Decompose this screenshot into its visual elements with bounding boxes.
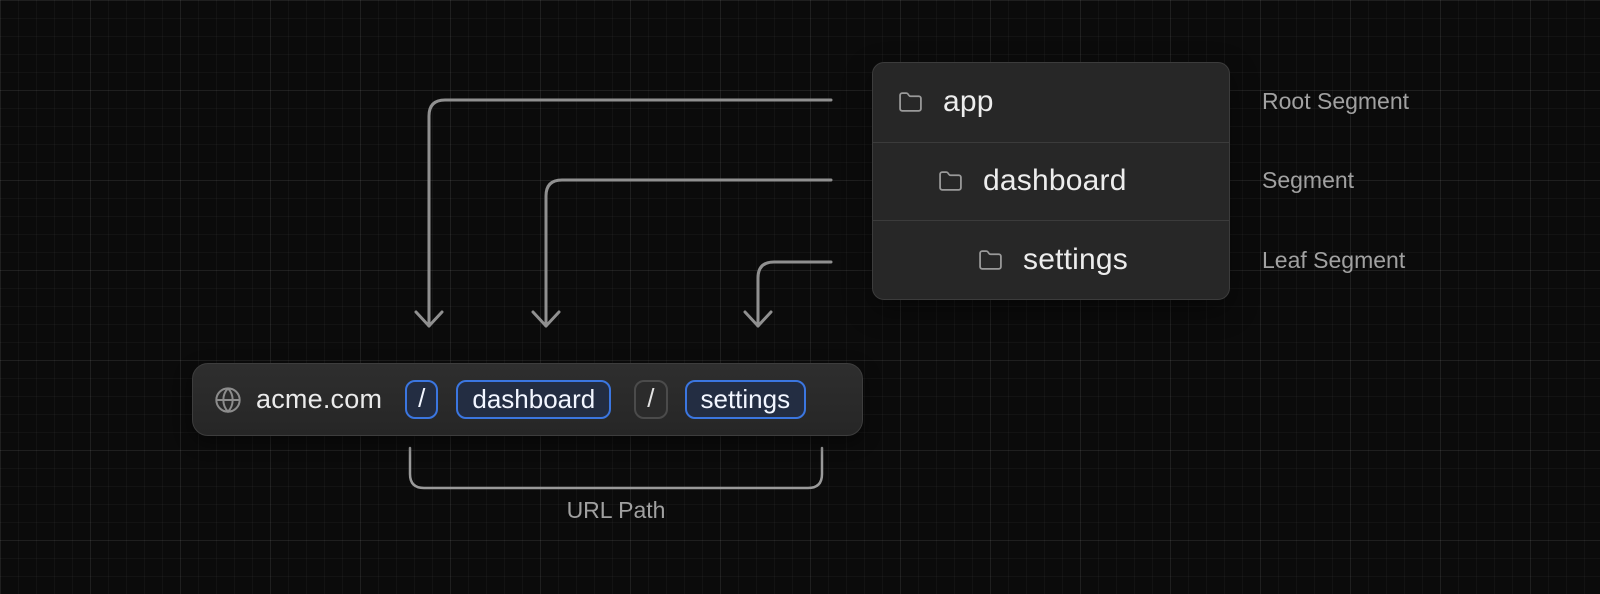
- arrow-head-root-slash: [414, 310, 444, 328]
- arrow-head-dashboard: [531, 310, 561, 328]
- arrow-dashboard-to-chip: [544, 178, 833, 328]
- folder-icon: [979, 249, 1002, 270]
- url-segment-dashboard: dashboard: [456, 380, 612, 419]
- annotation-segment: Segment: [1262, 167, 1355, 194]
- browser-url-bar: acme.com / dashboard / settings: [192, 363, 863, 436]
- segment-annotations: Root Segment Segment Leaf Segment: [1262, 62, 1562, 300]
- tree-row-settings: settings: [873, 220, 1229, 299]
- tree-label-settings: settings: [1023, 243, 1128, 277]
- arrow-settings-to-chip: [756, 260, 833, 328]
- url-hostname: acme.com: [256, 384, 383, 414]
- tree-row-dashboard: dashboard: [873, 141, 1229, 221]
- url-segment-root-slash: /: [405, 380, 439, 419]
- globe-icon: [215, 386, 241, 413]
- url-segment-settings: settings: [684, 380, 807, 419]
- tree-label-app: app: [943, 85, 994, 119]
- arrow-app-to-root-slash: [427, 98, 833, 328]
- arrow-head-settings: [743, 310, 773, 328]
- file-tree-panel: app dashboard settings: [872, 62, 1230, 300]
- tree-row-app: app: [873, 63, 1229, 142]
- url-segment-separator-slash: /: [634, 380, 668, 419]
- annotation-leaf-segment: Leaf Segment: [1262, 246, 1406, 273]
- folder-icon: [939, 171, 962, 191]
- url-path-caption: URL Path: [566, 497, 666, 523]
- url-path-bracket: [408, 446, 824, 490]
- annotation-root-segment: Root Segment: [1262, 88, 1410, 115]
- tree-label-dashboard: dashboard: [983, 164, 1127, 198]
- folder-icon: [899, 92, 922, 112]
